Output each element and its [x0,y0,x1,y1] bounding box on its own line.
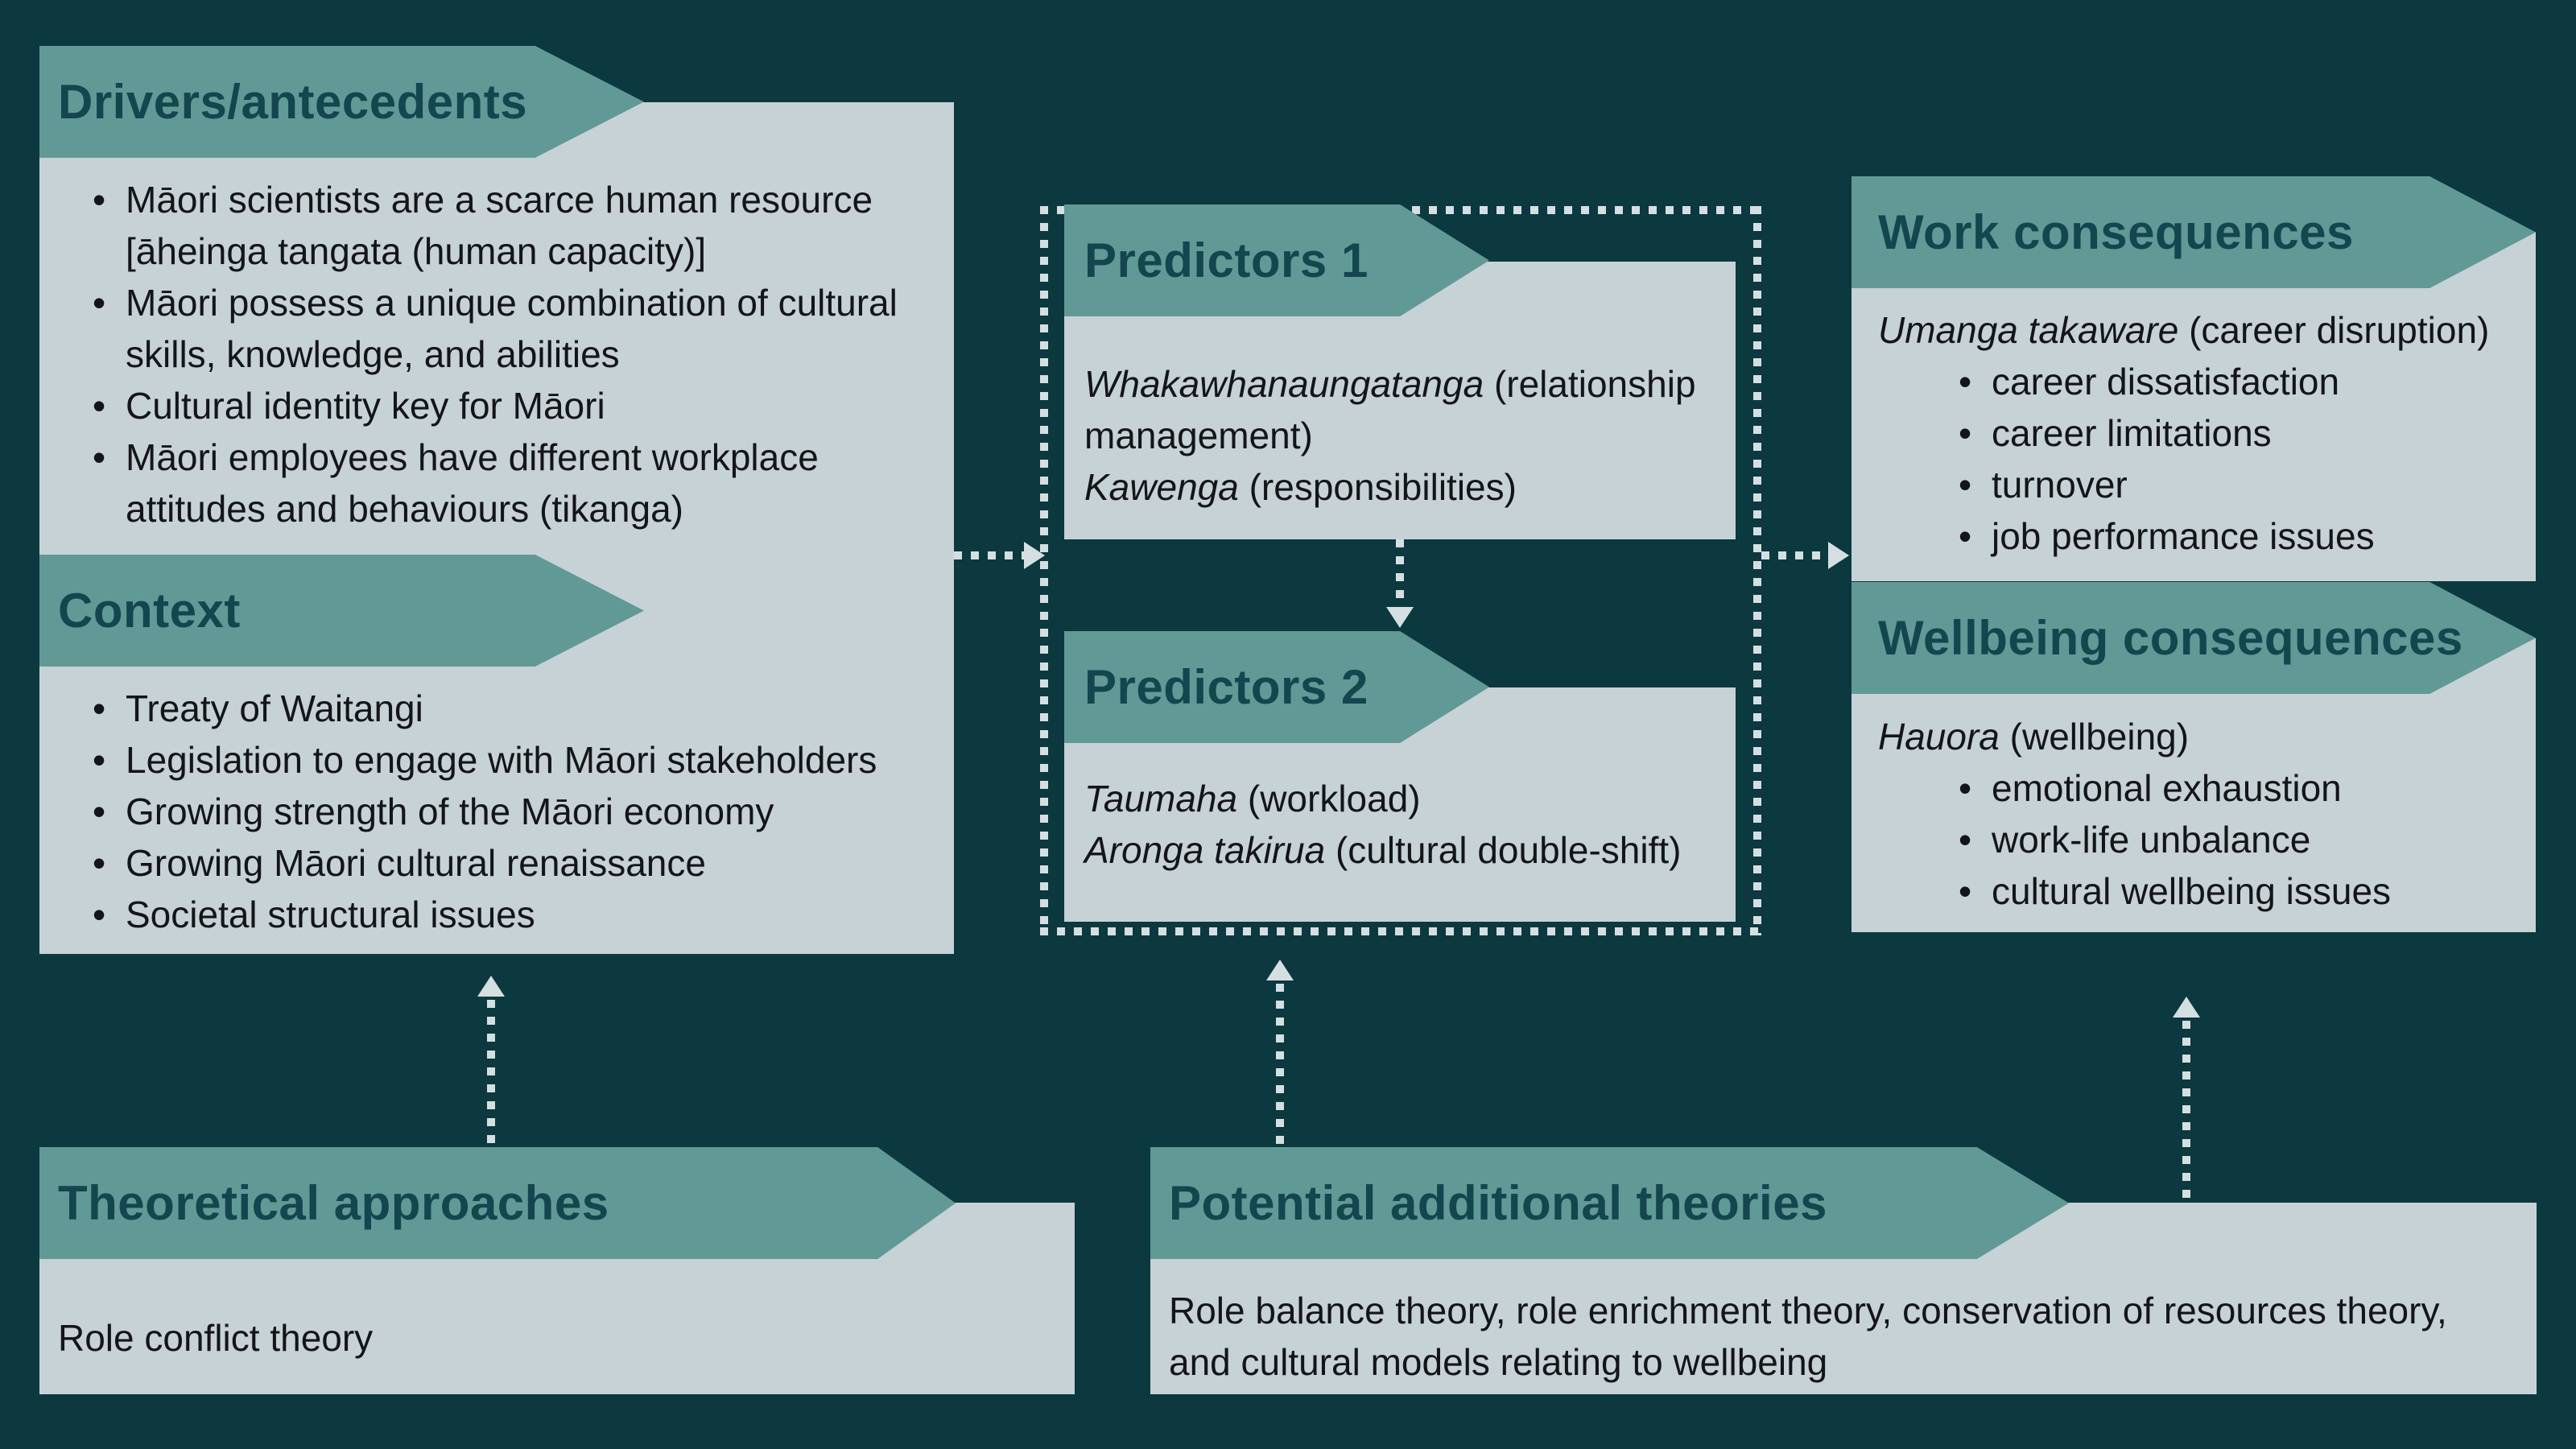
wellbeing-lead: Hauora (wellbeing) [1878,711,2189,762]
drivers-bullet: Cultural identity key for Māori [86,380,899,431]
arrow-predictors-to-consequences-head [1828,542,1849,569]
drivers-bullet-list: Māori scientists are a scarce human reso… [86,174,899,535]
arrow-theoretical-to-drivers-head [477,976,505,997]
potential-title: Potential additional theories [1169,1176,1827,1230]
context-bullet-list: Treaty of Waitangi Legislation to engage… [86,683,899,940]
context-banner: Context [39,555,644,667]
arrow-potential-to-predictors-line [1276,984,1284,1147]
work-lead-gloss: (career disruption) [2178,309,2490,351]
drivers-bullet: Māori employees have different workplace… [86,431,899,535]
wellbeing-lead-gloss: (wellbeing) [1999,716,2190,758]
predictors2-term: Taumaha [1084,778,1238,819]
theoretical-title: Theoretical approaches [58,1176,609,1230]
drivers-bullet: Māori possess a unique combination of cu… [86,277,899,380]
context-bullet: Growing Māori cultural renaissance [86,837,899,889]
arrow-potential-to-wellbeing-head [2173,997,2200,1018]
context-bullet: Societal structural issues [86,889,899,940]
drivers-title: Drivers/antecedents [58,75,528,129]
predictors1-title: Predictors 1 [1084,233,1368,287]
predictors2-banner: Predictors 2 [1064,631,1489,743]
predictors2-text: Taumaha (workload) Aronga takirua (cultu… [1084,773,1682,876]
predictors2-term: Aronga takirua [1084,829,1326,871]
theoretical-banner: Theoretical approaches [39,1147,956,1259]
work-bullet: turnover [1952,459,2516,510]
predictors1-text: Whakawhanaungatanga (relationship manage… [1084,358,1720,513]
work-bullet: job performance issues [1952,510,2516,562]
arrow-potential-to-wellbeing-line [2182,1021,2190,1203]
predictors1-banner: Predictors 1 [1064,204,1489,316]
predictors2-title: Predictors 2 [1084,660,1368,714]
arrow-p1-to-p2-line [1396,539,1404,609]
work-lead-term: Umanga takaware [1878,309,2179,351]
work-banner: Work consequences [1852,176,2536,288]
work-bullet-list: career dissatisfaction career limitation… [1952,356,2516,562]
work-bullet: career dissatisfaction [1952,356,2516,407]
wellbeing-lead-term: Hauora [1878,716,2000,758]
wellbeing-bullet: cultural wellbeing issues [1952,865,2516,917]
drivers-banner: Drivers/antecedents [39,46,644,158]
predictors1-term: Whakawhanaungatanga [1084,363,1484,405]
context-title: Context [58,584,241,638]
predictors1-gloss: (responsibilities) [1238,466,1517,508]
wellbeing-bullet: work-life unbalance [1952,814,2516,865]
arrow-potential-to-predictors-head [1266,960,1294,980]
predictors1-term: Kawenga [1084,466,1239,508]
arrow-drivers-to-predictors-head [1024,542,1045,569]
predictors-dotted-border-bottom [1040,927,1761,935]
potential-text: Role balance theory, role enrichment the… [1169,1290,2447,1383]
arrow-drivers-to-predictors-line [954,551,1028,559]
work-lead: Umanga takaware (career disruption) [1878,304,2489,356]
predictors-dotted-border-right [1753,206,1761,935]
context-bullet: Growing strength of the Māori economy [86,786,899,837]
wellbeing-banner: Wellbeing consequences [1852,582,2536,694]
drivers-bullet: Māori scientists are a scarce human reso… [86,174,899,277]
context-bullet: Legislation to engage with Māori stakeho… [86,734,899,786]
work-bullet: career limitations [1952,407,2516,459]
context-bullet: Treaty of Waitangi [86,683,899,734]
potential-banner: Potential additional theories [1150,1147,2069,1259]
wellbeing-bullet: emotional exhaustion [1952,762,2516,814]
wellbeing-bullet-list: emotional exhaustion work-life unbalance… [1952,762,2516,917]
arrow-theoretical-to-drivers-line [487,1000,495,1147]
work-title: Work consequences [1878,205,2354,259]
predictors2-gloss: (cultural double-shift) [1325,829,1682,871]
arrow-predictors-to-consequences-line [1761,551,1831,559]
theoretical-text: Role conflict theory [58,1317,374,1359]
wellbeing-title: Wellbeing consequences [1878,611,2463,665]
predictors-dotted-border-left [1040,206,1048,935]
predictors2-gloss: (workload) [1237,778,1421,819]
arrow-p1-to-p2-head [1386,607,1414,628]
predictors1-gloss: (relationship management) [1084,363,1696,456]
